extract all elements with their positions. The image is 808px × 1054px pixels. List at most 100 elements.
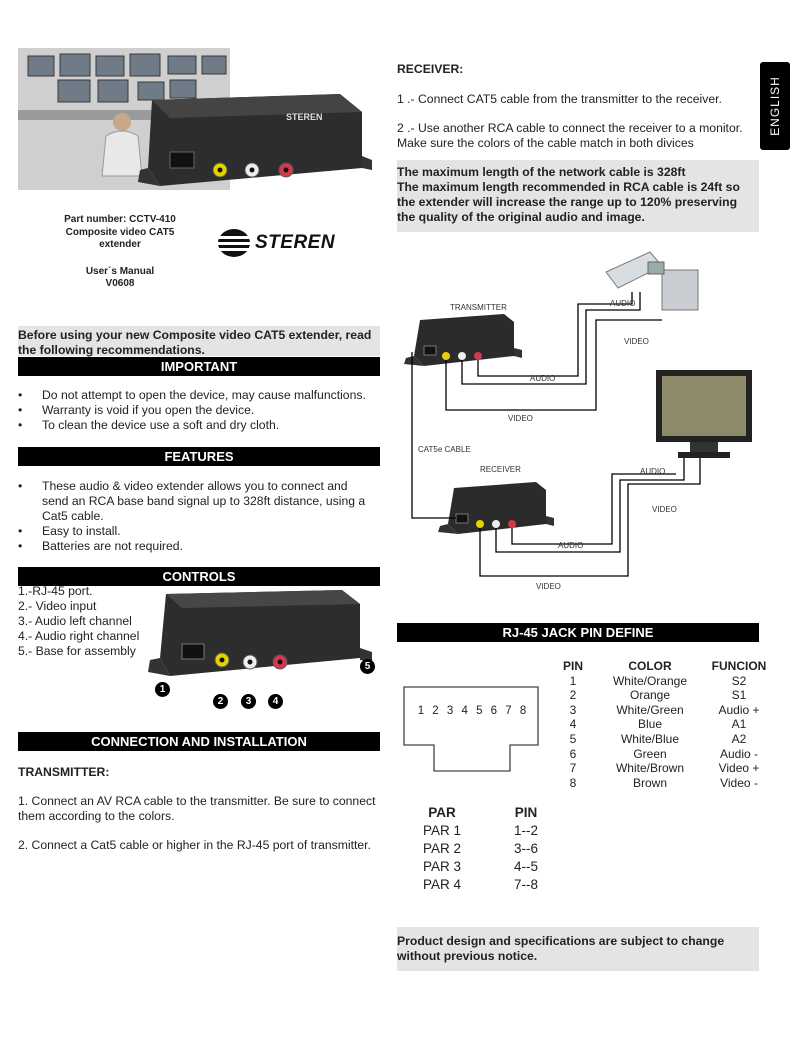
language-tab-label: ENGLISH (768, 76, 782, 136)
intro-box (18, 326, 380, 356)
product-name-line2: extender (99, 239, 141, 250)
table-row: 1 White/Orange S2 (556, 674, 768, 689)
table-row: PAR 3 4--5 (412, 858, 580, 876)
diagram-label-receiver: RECEIVER (480, 465, 521, 474)
steren-logo: STEREN (217, 228, 335, 258)
table-row: PAR 2 3--6 (412, 840, 580, 858)
list-item: These audio & video extender allows you … (18, 479, 374, 524)
pin-cell: 5 (569, 731, 577, 746)
part-number: Part number: CCTV-410 (64, 214, 176, 225)
connection-diagram: TRANSMITTER RECEIVER CAT5e CABLE AUDIO V… (404, 251, 752, 591)
list-item: 5.- Base for assembly (18, 644, 136, 658)
pair-cell: PAR 3 (422, 859, 461, 874)
pin-cell: 4 (569, 717, 577, 732)
pin-cell: 8 (569, 775, 577, 790)
features-list: These audio & video extender allows you … (18, 479, 374, 554)
function-cell: A2 (731, 731, 747, 746)
diagram-label-audio-2: AUDIO (530, 374, 555, 383)
receiver-title: RECEIVER: (397, 62, 464, 76)
diagram-label-video-2: VIDEO (508, 414, 533, 423)
pair-pin-cell: 4--5 (513, 859, 538, 874)
transmitter-device (404, 314, 522, 366)
callout-4: 4 (268, 694, 283, 709)
color-cell: White/Orange (612, 673, 688, 688)
features-header: FEATURES (18, 447, 380, 466)
footer-notice-text: Product design and specifications are su… (397, 934, 725, 963)
list-item: Do not attempt to open the device, may c… (18, 388, 380, 403)
table-row: 7 White/Brown Video + (556, 761, 768, 776)
color-cell: Blue (637, 717, 663, 732)
pair-cell: PAR 1 (422, 823, 461, 838)
table-header-row: PIN COLOR FUNCION (556, 659, 768, 674)
function-cell: Video - (720, 775, 758, 790)
function-cell: A1 (731, 717, 747, 732)
diagram-label-video-4: VIDEO (536, 582, 561, 591)
rj45-jack-diagram (403, 686, 539, 772)
list-item: 2.- Video input (18, 599, 97, 613)
pin-table: PIN COLOR FUNCION 1 White/Orange S2 2 Orang… (556, 659, 768, 790)
pin-cell: 1 (569, 673, 577, 688)
callout-1: 1 (155, 682, 170, 697)
notice-line-1: The maximum length of the network cable … (397, 165, 686, 179)
transmitter-step-2: 2. Connect a Cat5 cable or higher in the… (18, 838, 371, 852)
important-list: Do not attempt to open the device, may c… (18, 388, 380, 433)
function-cell: S2 (731, 673, 747, 688)
important-header: IMPORTANT (18, 357, 380, 376)
color-cell: Brown (632, 775, 667, 790)
controls-list: 1.-RJ-45 port. 2.- Video input 3.- Audio… (18, 584, 168, 659)
function-cell: Audio + (718, 702, 760, 717)
list-item: Batteries are not required. (18, 539, 374, 554)
list-item: 1.-RJ-45 port. (18, 584, 93, 598)
list-item: 3.- Audio left channel (18, 614, 132, 628)
pair-pin-cell: 7--8 (513, 877, 538, 892)
color-cell: White/Green (616, 702, 684, 717)
function-cell: S1 (731, 688, 747, 703)
controls-device-illustration (148, 590, 372, 676)
diagram-label-audio-4: AUDIO (558, 541, 583, 550)
pair-header: PAR (428, 805, 456, 820)
diagram-label-audio-1: AUDIO (610, 299, 635, 308)
product-name-line1: Composite video CAT5 (65, 226, 175, 238)
color-cell: White/Blue (620, 731, 680, 746)
diagram-label-video-3: VIDEO (652, 505, 677, 514)
cover-text: Part number: CCTV-410 Composite video CA… (30, 214, 210, 291)
table-row: 4 Blue A1 (556, 717, 768, 732)
function-cell: Video + (718, 761, 760, 776)
table-row: 2 Orange S1 (556, 688, 768, 703)
notice-box (397, 160, 759, 232)
pin-cell: 7 (569, 761, 577, 776)
footer-notice-box (397, 927, 759, 971)
table-row: 5 White/Blue A2 (556, 732, 768, 747)
controls-header: CONTROLS (18, 567, 380, 586)
intro-text: Before using your new Composite video CA… (18, 328, 372, 357)
color-header: COLOR (628, 659, 672, 673)
pair-pin-header: PIN (514, 805, 538, 820)
color-cell: Orange (629, 688, 671, 703)
receiver-device (438, 482, 554, 534)
list-item: Easy to install. (18, 524, 374, 539)
list-item: To clean the device use a soft and dry c… (18, 418, 380, 433)
diagram-label-video-1: VIDEO (624, 337, 649, 346)
rj45-jack-numbers: 1 2 3 4 5 6 7 8 (417, 705, 527, 717)
pair-cell: PAR 2 (422, 841, 461, 856)
list-item: Warranty is void if you open the device. (18, 403, 380, 418)
color-cell: White/Brown (615, 761, 685, 776)
notice-text: The maximum length of the network cable … (397, 165, 747, 225)
steren-logo-icon (217, 229, 251, 257)
table-row: 8 Brown Video - (556, 776, 768, 791)
pin-cell: 2 (569, 688, 577, 703)
diagram-label-transmitter: TRANSMITTER (450, 303, 507, 312)
pair-pin-cell: 3--6 (513, 841, 538, 856)
camera-icon (605, 251, 699, 311)
device-brand-text: STEREN (286, 112, 323, 122)
callout-5: 5 (360, 659, 375, 674)
notice-line-2: The maximum length recommended in RCA ca… (397, 180, 740, 224)
pin-cell: 6 (569, 746, 577, 761)
function-cell: Audio - (719, 746, 759, 761)
transmitter-title: TRANSMITTER: (18, 765, 110, 779)
diagram-label-cable: CAT5e CABLE (418, 445, 471, 454)
